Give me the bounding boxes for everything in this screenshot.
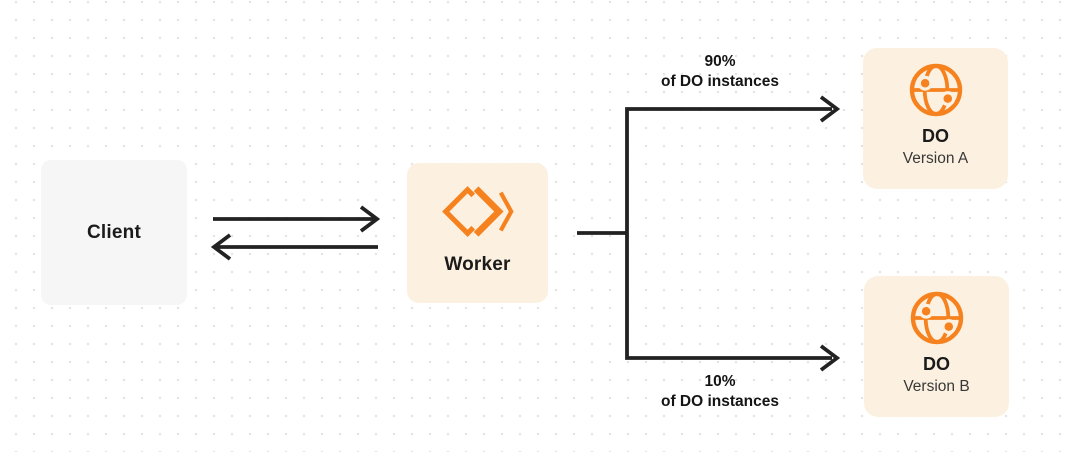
do-b-subtitle: Version B — [903, 378, 970, 395]
arrow-to-version-b — [819, 344, 841, 372]
client-to-worker-arrow — [213, 205, 381, 233]
workers-logo-icon — [441, 186, 514, 237]
worker-to-client-arrow — [210, 233, 378, 261]
split-10-label: 10% of DO instances — [661, 372, 779, 412]
worker-node: Worker — [407, 163, 548, 303]
globe-icon — [910, 291, 963, 345]
do-version-b-node: DO Version B — [864, 276, 1009, 417]
arrow-to-version-a — [819, 95, 841, 123]
split-90-caption: of DO instances — [661, 73, 779, 90]
worker-label: Worker — [444, 254, 511, 275]
split-10-caption: of DO instances — [661, 393, 779, 410]
client-node: Client — [41, 160, 187, 305]
do-a-subtitle: Version A — [902, 150, 969, 167]
split-90-percent: 90% — [704, 53, 736, 70]
split-90-label: 90% of DO instances — [661, 52, 779, 92]
split-10-percent: 10% — [704, 373, 736, 390]
do-version-a-node: DO Version A — [863, 48, 1008, 189]
do-b-title: DO — [923, 354, 950, 374]
branch-line — [577, 107, 832, 360]
client-label: Client — [87, 221, 141, 243]
do-a-title: DO — [922, 126, 949, 146]
globe-icon — [909, 63, 962, 117]
